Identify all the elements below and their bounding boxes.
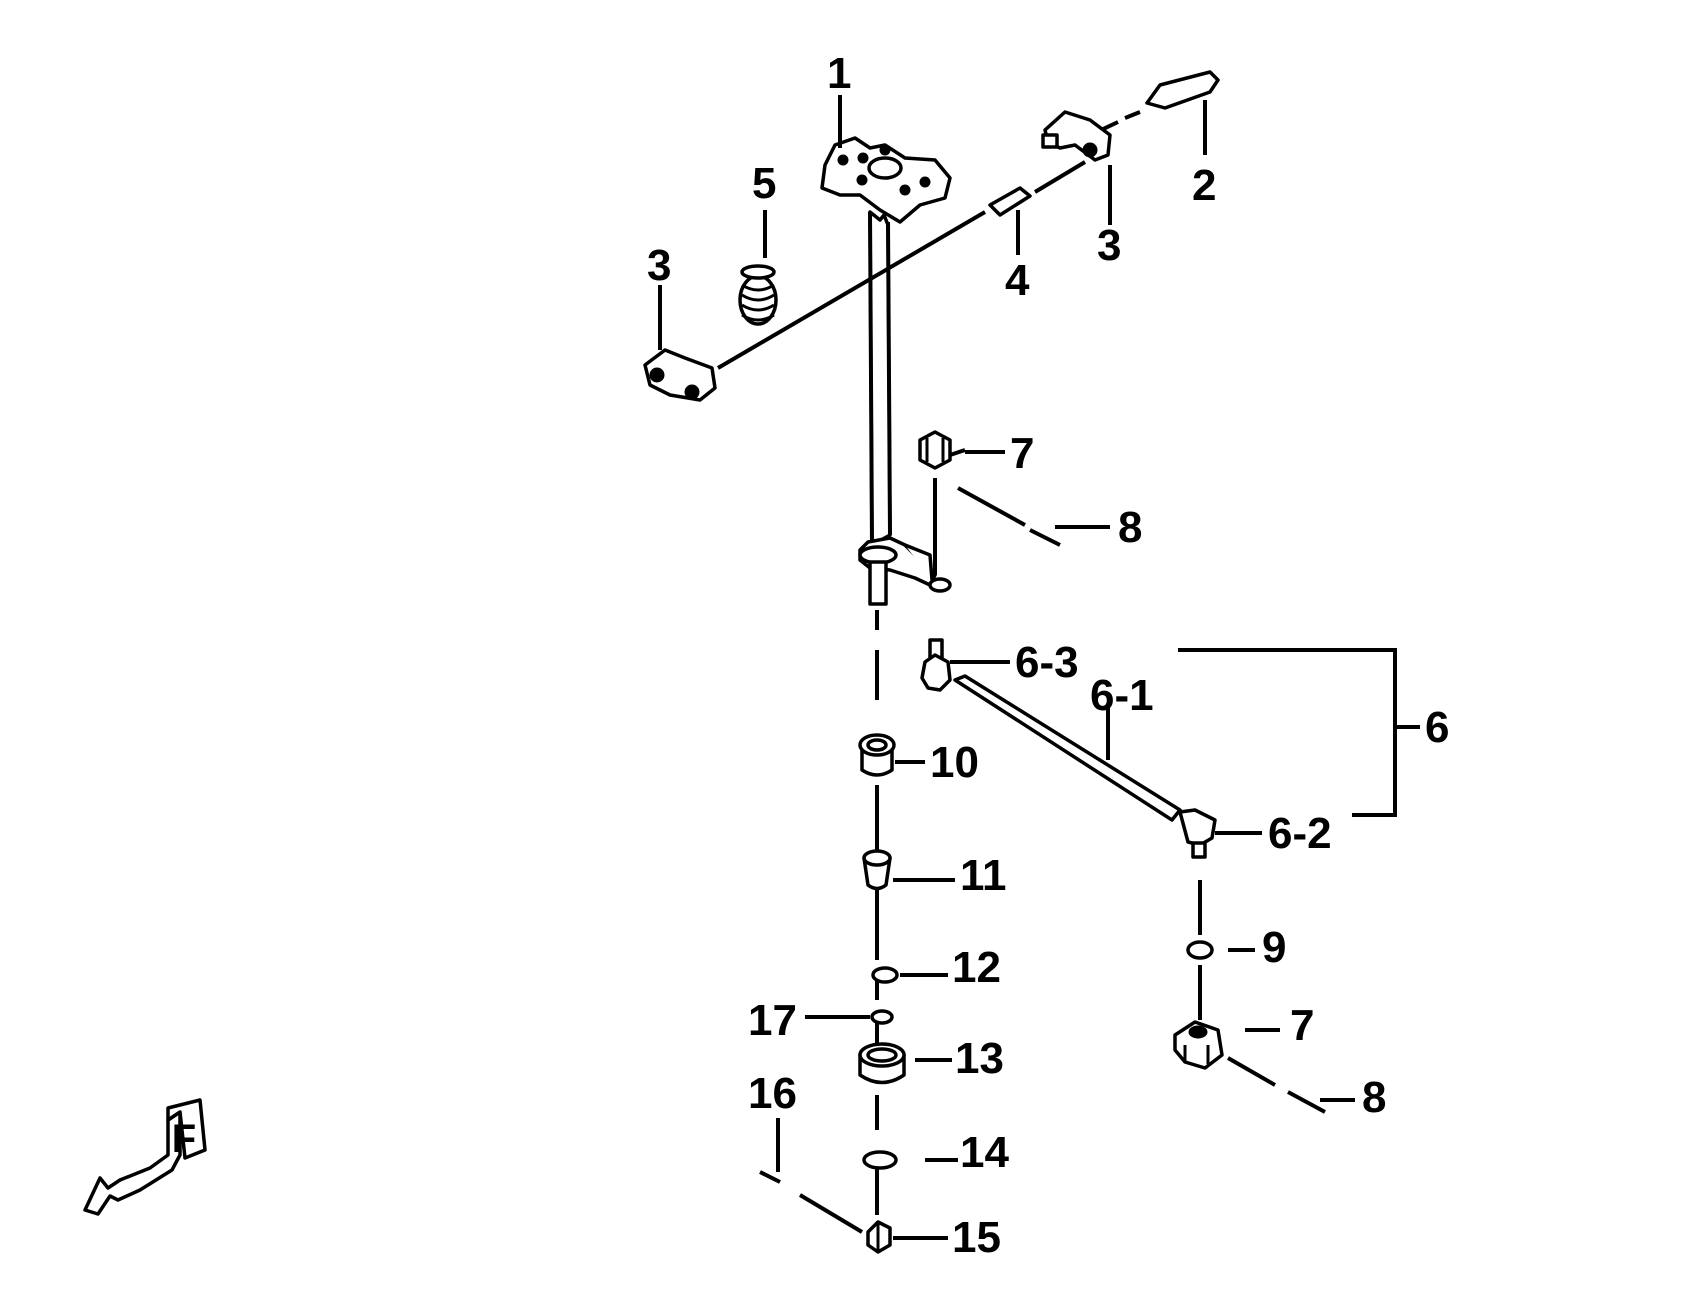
callout-12: 12 <box>952 943 1001 992</box>
callout-1: 1 <box>827 49 851 98</box>
seal-13 <box>858 1042 906 1085</box>
callout-13: 13 <box>955 1034 1004 1083</box>
bushing-11 <box>862 849 892 891</box>
tie-rod-assembly <box>920 638 1217 1020</box>
castle-nut-upper <box>918 430 966 575</box>
callout-2: 2 <box>1192 161 1216 210</box>
callout-6-2: 6-2 <box>1268 809 1332 858</box>
castle-nut-lower <box>1173 1020 1224 1070</box>
callout-7-top: 7 <box>1010 429 1034 478</box>
callout-11: 11 <box>960 851 1007 900</box>
callout-6-3: 6-3 <box>1015 638 1079 687</box>
bushing-10 <box>858 733 896 777</box>
callout-8-bottom: 8 <box>1362 1073 1386 1122</box>
washer-9 <box>1186 940 1214 960</box>
callout-7-bottom: 7 <box>1290 1001 1314 1050</box>
callout-14: 14 <box>960 1128 1009 1177</box>
callout-labels: 1 2 3 4 5 3 7 8 6-3 6-1 6 6-2 10 11 9 7 … <box>647 49 1449 1262</box>
right-bracket <box>1041 110 1112 162</box>
callout-3-left: 3 <box>647 241 671 290</box>
callout-6: 6 <box>1425 703 1449 752</box>
washer-17 <box>870 1009 894 1025</box>
washer-12 <box>871 966 899 984</box>
callout-4: 4 <box>1005 256 1030 305</box>
front-direction-icon: F <box>83 1098 207 1216</box>
callout-5: 5 <box>752 159 776 208</box>
callout-16: 16 <box>748 1069 797 1118</box>
callout-15: 15 <box>952 1213 1001 1262</box>
callout-9: 9 <box>1262 923 1286 972</box>
callout-17: 17 <box>748 996 797 1045</box>
cotter-pin-upper <box>957 486 1061 547</box>
steering-column <box>820 136 952 606</box>
front-marker-letter: F <box>172 1117 196 1161</box>
callout-8-top: 8 <box>1118 503 1142 552</box>
left-bracket <box>643 348 717 402</box>
nut-15 <box>866 1220 892 1254</box>
callout-6-1: 6-1 <box>1090 671 1154 720</box>
washer-14 <box>862 1150 898 1170</box>
cotter-pin-lower <box>1227 1056 1326 1114</box>
pin <box>716 160 1087 370</box>
leader-lines <box>658 95 1420 1240</box>
callout-10: 10 <box>930 738 979 787</box>
spring <box>738 264 778 326</box>
callout-3-right: 3 <box>1097 221 1121 270</box>
cotter-pin-16 <box>759 1170 864 1234</box>
